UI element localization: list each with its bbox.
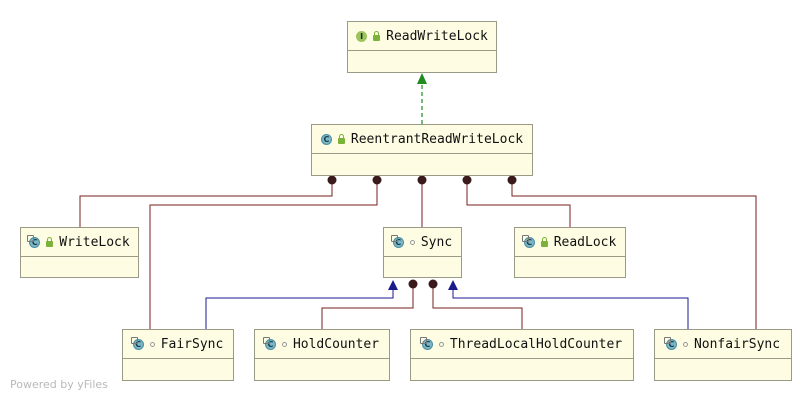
- package-private-icon: [682, 341, 688, 347]
- node-sync[interactable]: C Sync: [383, 227, 462, 278]
- node-label: ReentrantReadWriteLock: [350, 131, 524, 147]
- edge-readlock-reentrant: [466, 180, 571, 227]
- anchor-dot: [428, 279, 438, 289]
- node-body: [255, 359, 389, 380]
- class-icon: C: [320, 133, 332, 145]
- node-label: ReadLock: [553, 234, 617, 250]
- node-body: [348, 51, 496, 72]
- node-label: ThreadLocalHoldCounter: [449, 336, 623, 352]
- static-class-icon: C: [27, 234, 41, 248]
- node-writelock[interactable]: C WriteLock: [20, 227, 139, 278]
- static-class-icon: C: [262, 336, 276, 350]
- edge-fairsync-reentrant: [149, 180, 378, 329]
- public-lock-icon: [540, 237, 548, 247]
- node-label: NonfairSync: [693, 336, 781, 352]
- node-label: WriteLock: [59, 234, 130, 250]
- arrowhead-extends: [448, 280, 458, 290]
- edge-threadlocal-sync: [432, 284, 523, 329]
- static-class-icon: C: [130, 336, 144, 350]
- node-body: [384, 257, 461, 277]
- anchor-dot: [462, 175, 472, 185]
- edge-writelock-reentrant: [79, 180, 333, 227]
- node-readwritelock[interactable]: I ReadWriteLock: [347, 21, 497, 73]
- anchor-dot: [417, 175, 427, 185]
- anchor-dot: [408, 279, 418, 289]
- anchor-dot: [327, 175, 337, 185]
- node-holdcounter[interactable]: C HoldCounter: [254, 329, 390, 381]
- edge-holdcounter-sync: [321, 284, 414, 329]
- node-reentrantreadwritelock[interactable]: C ReentrantReadWriteLock: [311, 124, 533, 176]
- node-body: [655, 359, 791, 380]
- powered-by-footer: Powered by yFiles: [10, 378, 108, 391]
- node-label: FairSync: [160, 336, 224, 352]
- abstract-class-icon: C: [390, 234, 404, 248]
- public-lock-icon: [337, 134, 345, 144]
- node-body: [21, 257, 138, 277]
- package-private-icon: [281, 341, 287, 347]
- node-label: HoldCounter: [292, 336, 380, 352]
- node-readlock[interactable]: C ReadLock: [514, 227, 626, 278]
- node-body: [312, 154, 532, 175]
- node-body: [123, 359, 233, 380]
- node-threadlocalholdcounter[interactable]: C ThreadLocalHoldCounter: [410, 329, 634, 381]
- interface-icon: I: [356, 30, 368, 42]
- package-private-icon: [438, 341, 444, 347]
- node-label: ReadWriteLock: [386, 28, 488, 44]
- edge-nonfairsync-reentrant: [511, 180, 757, 329]
- node-label: Sync: [420, 234, 453, 250]
- node-fairsync[interactable]: C FairSync: [122, 329, 234, 381]
- package-private-icon: [149, 341, 155, 347]
- edge-nonfairsync-sync: [452, 290, 689, 329]
- node-body: [515, 257, 625, 277]
- node-body: [411, 359, 633, 380]
- static-class-icon: C: [419, 336, 433, 350]
- public-lock-icon: [373, 31, 381, 41]
- arrowhead-extends: [388, 280, 398, 290]
- static-class-icon: C: [521, 234, 535, 248]
- anchor-dot: [507, 175, 517, 185]
- public-lock-icon: [46, 237, 54, 247]
- static-class-icon: C: [663, 336, 677, 350]
- arrowhead-implements: [417, 73, 427, 84]
- package-private-icon: [409, 239, 415, 245]
- node-nonfairsync[interactable]: C NonfairSync: [654, 329, 792, 381]
- anchor-dot: [372, 175, 382, 185]
- edge-fairsync-sync: [205, 290, 394, 329]
